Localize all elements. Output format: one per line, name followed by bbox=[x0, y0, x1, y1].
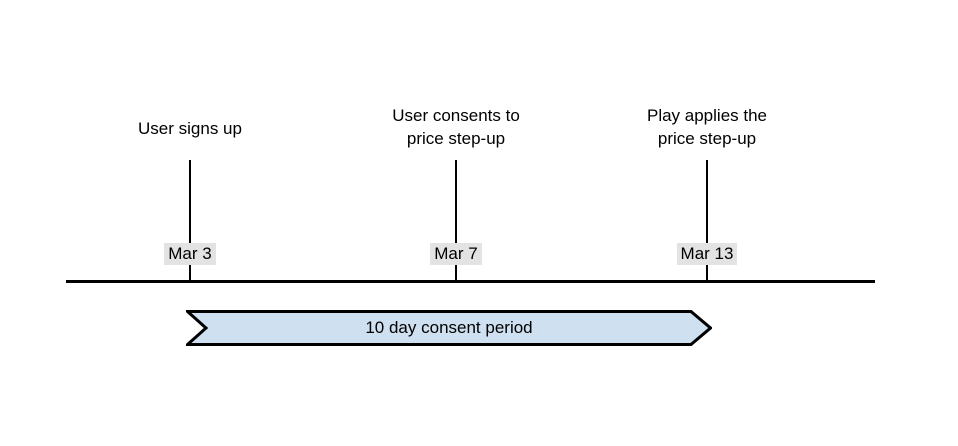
event-caption-line-1: Play applies the bbox=[646, 106, 768, 125]
event-caption-line-1: User consents to bbox=[392, 106, 520, 125]
event-date-text: Mar 13 bbox=[676, 243, 738, 265]
event-caption-line-2: price step-up bbox=[657, 129, 757, 148]
chevron-arrow-icon bbox=[186, 310, 712, 346]
event-stem-line bbox=[189, 160, 191, 281]
event-date-label: Mar 7 bbox=[376, 243, 536, 265]
event-caption: Play applies the price step-up bbox=[557, 104, 857, 150]
consent-period-banner[interactable]: 10 day consent period bbox=[186, 310, 712, 346]
event-stem-line bbox=[706, 160, 708, 281]
event-caption-line-2: price step-up bbox=[406, 129, 506, 148]
event-caption: User signs up bbox=[40, 117, 340, 140]
event-date-label: Mar 3 bbox=[110, 243, 270, 265]
event-date-label: Mar 13 bbox=[627, 243, 787, 265]
event-caption-line-1: User signs up bbox=[138, 119, 242, 138]
event-date-text: Mar 7 bbox=[430, 243, 482, 265]
timeline-axis bbox=[66, 280, 875, 283]
event-caption: User consents to price step-up bbox=[306, 104, 606, 150]
event-date-text: Mar 3 bbox=[164, 243, 216, 265]
event-stem-line bbox=[455, 160, 457, 281]
